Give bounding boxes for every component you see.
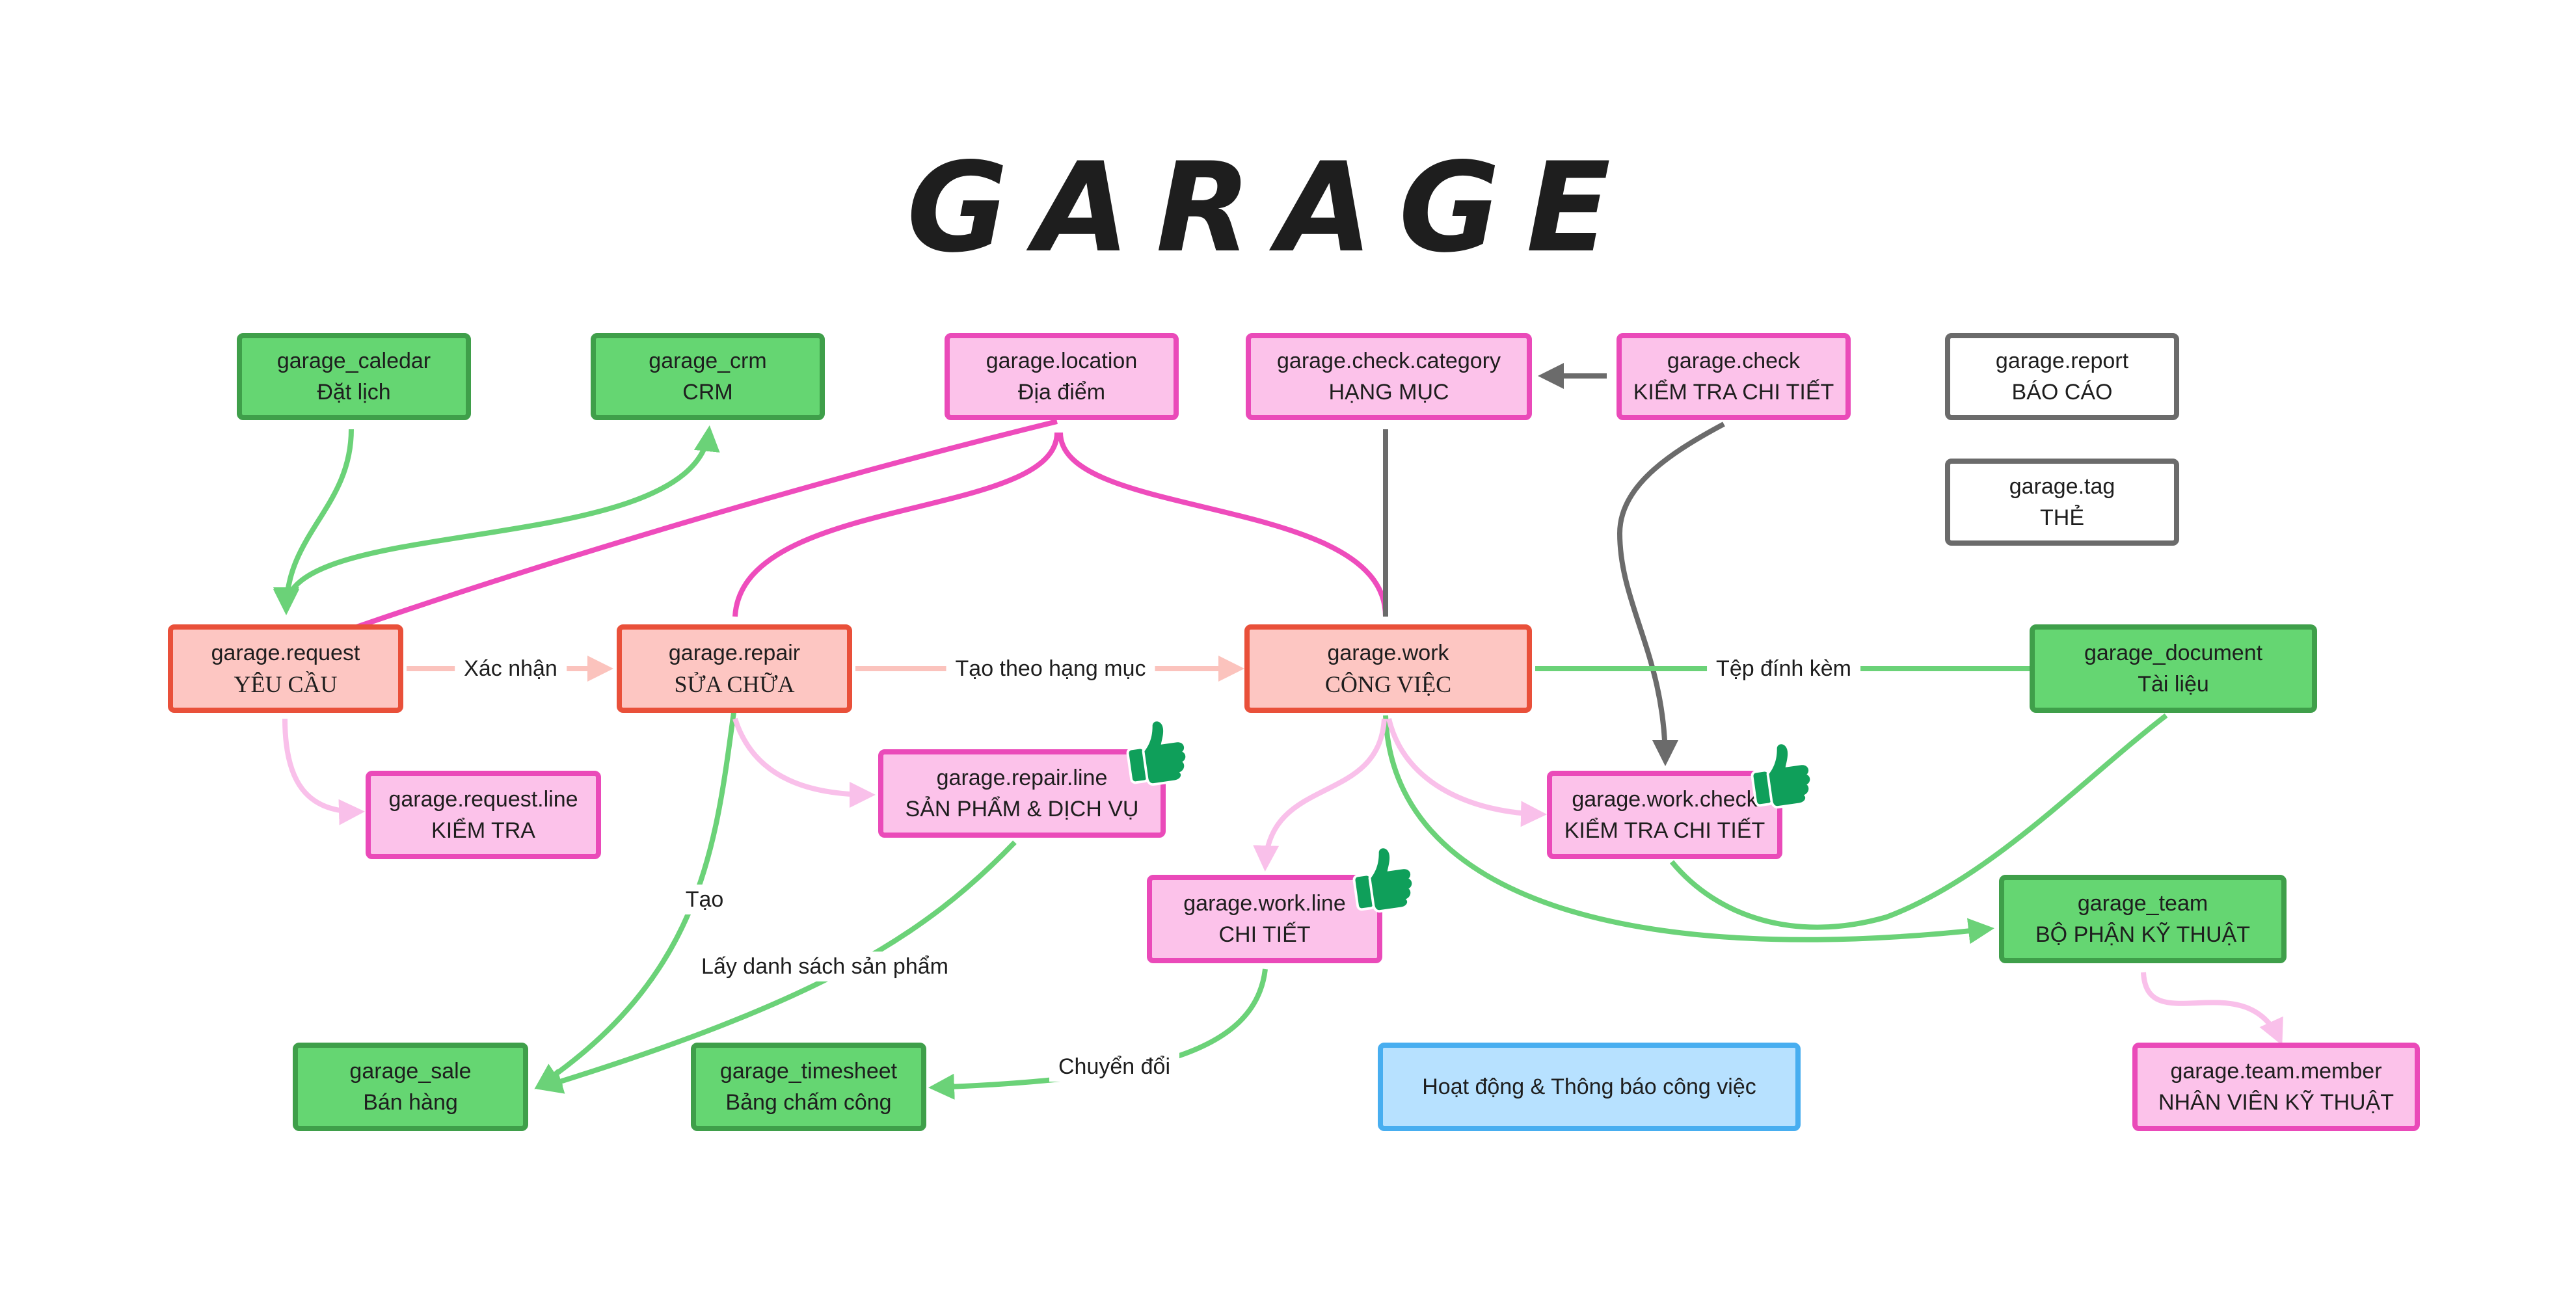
- node-garage-team[interactable]: garage_team BỘ PHẬN KỸ THUẬT: [1999, 875, 2287, 963]
- edge-label-confirm: Xác nhận: [455, 654, 567, 684]
- node-model-name: garage.work.check: [1572, 787, 1758, 812]
- node-label: KIỂM TRA CHI TIẾT: [1633, 380, 1834, 405]
- node-model-name: garage_crm: [649, 349, 767, 373]
- node-label: Địa điểm: [1017, 380, 1106, 405]
- edge-work-workline: [1253, 718, 1387, 872]
- edge-team-teammember: [2141, 972, 2283, 1046]
- edge-location-request: [353, 419, 1058, 630]
- node-label: KIỂM TRA CHI TIẾT: [1564, 818, 1765, 843]
- node-model-name: garage.request.line: [388, 787, 578, 812]
- edge-request-requestline: [282, 718, 365, 825]
- edge-check-workcheck: [1617, 421, 1725, 766]
- node-model-name: garage.check.category: [1277, 349, 1501, 373]
- node-garage-repair[interactable]: garage.repair SỬA CHỮA: [617, 624, 852, 713]
- node-label: Tài liệu: [2138, 672, 2209, 697]
- edge-work-team: [1383, 715, 1994, 944]
- node-label: KIỂM TRA: [431, 818, 535, 843]
- node-label: SẢN PHẨM & DỊCH VỤ: [905, 797, 1139, 821]
- node-label: THẺ: [2040, 505, 2084, 530]
- node-label: CÔNG VIỆC: [1324, 671, 1452, 697]
- thumbs-up-icon: [1352, 846, 1415, 913]
- node-garage-report[interactable]: garage.report BÁO CÁO: [1945, 333, 2179, 420]
- node-garage-request[interactable]: garage.request YÊU CẦU: [168, 624, 403, 713]
- edge-label-convert: Chuyển đổi: [1049, 1052, 1180, 1082]
- edge-repair-repairline: [732, 717, 876, 808]
- node-model-name: garage.request: [211, 641, 360, 665]
- node-garage-tag[interactable]: garage.tag THẺ: [1945, 459, 2179, 546]
- node-garage-timesheet[interactable]: garage_timesheet Bảng chấm công: [691, 1043, 926, 1131]
- node-label: CRM: [682, 380, 733, 405]
- node-label: SỬA CHỮA: [674, 671, 795, 697]
- node-garage-calendar[interactable]: garage_caledar Đặt lịch: [237, 333, 471, 420]
- node-garage-work-check[interactable]: garage.work.check KIỂM TRA CHI TIẾT: [1547, 771, 1782, 859]
- node-model-name: garage_team: [2077, 891, 2208, 916]
- node-model-name: garage_document: [2084, 641, 2263, 665]
- page-title: GARAGE: [906, 136, 1637, 280]
- node-garage-repair-line[interactable]: garage.repair.line SẢN PHẨM & DỊCH VỤ: [878, 749, 1166, 838]
- node-label: NHÂN VIÊN KỸ THUẬT: [2158, 1090, 2395, 1115]
- node-model-name: garage.work.line: [1183, 891, 1346, 916]
- node-label: Đặt lịch: [317, 380, 391, 405]
- edge-location-work: [1058, 432, 1388, 617]
- node-model-name: garage.team.member: [2170, 1059, 2382, 1084]
- node-model-name: garage.work: [1327, 641, 1449, 665]
- node-label: CHI TIẾT: [1218, 922, 1311, 947]
- edge-label-create-by-category: Tạo theo hạng mục: [946, 654, 1155, 684]
- thumbs-up-icon: [1751, 741, 1813, 809]
- node-label: BỘ PHẬN KỸ THUẬT: [2035, 922, 2250, 947]
- node-model-name: garage.tag: [2009, 474, 2115, 499]
- node-garage-document[interactable]: garage_document Tài liệu: [2030, 624, 2317, 713]
- node-garage-team-member[interactable]: garage.team.member NHÂN VIÊN KỸ THUẬT: [2132, 1043, 2420, 1131]
- edge-label-attachment: Tệp đính kèm: [1707, 654, 1860, 684]
- edge-workcheck-document: [1669, 713, 2168, 930]
- node-garage-work-line[interactable]: garage.work.line CHI TIẾT: [1147, 875, 1382, 963]
- node-garage-crm[interactable]: garage_crm CRM: [591, 333, 825, 420]
- node-garage-location[interactable]: garage.location Địa điểm: [945, 333, 1179, 420]
- node-model-name: garage_caledar: [276, 349, 431, 373]
- edge-label-create: Tạo: [676, 885, 733, 914]
- node-label: BÁO CÁO: [2011, 380, 2113, 405]
- edge-label-get-product-list: Lấy danh sách sản phẩm: [692, 952, 958, 981]
- node-label: Hoạt động & Thông báo công việc: [1422, 1074, 1756, 1099]
- node-garage-sale[interactable]: garage_sale Bán hàng: [293, 1043, 528, 1131]
- node-model-name: garage.repair: [668, 641, 801, 665]
- node-activity-notifications[interactable]: Hoạt động & Thông báo công việc: [1378, 1043, 1801, 1131]
- node-garage-check-category[interactable]: garage.check.category HẠNG MỤC: [1246, 333, 1532, 420]
- node-label: HẠNG MỤC: [1328, 380, 1449, 405]
- node-model-name: garage.report: [1995, 349, 2129, 373]
- node-model-name: garage.repair.line: [936, 766, 1108, 790]
- edge-work-workcheck: [1386, 718, 1547, 827]
- node-model-name: garage_timesheet: [719, 1059, 898, 1084]
- node-model-name: garage.location: [986, 349, 1138, 373]
- node-garage-check[interactable]: garage.check KIỂM TRA CHI TIẾT: [1617, 333, 1851, 420]
- node-label: Bán hàng: [363, 1090, 458, 1115]
- node-garage-work[interactable]: garage.work CÔNG VIỆC: [1244, 624, 1532, 713]
- node-garage-request-line[interactable]: garage.request.line KIỂM TRA: [366, 771, 601, 859]
- thumbs-up-icon: [1126, 719, 1188, 786]
- node-model-name: garage.check: [1667, 349, 1801, 373]
- node-label: Bảng chấm công: [725, 1090, 892, 1115]
- node-label: YÊU CẦU: [234, 671, 338, 697]
- edge-location-repair: [732, 432, 1060, 617]
- node-model-name: garage_sale: [349, 1059, 472, 1084]
- edge-request-crm: [273, 425, 720, 613]
